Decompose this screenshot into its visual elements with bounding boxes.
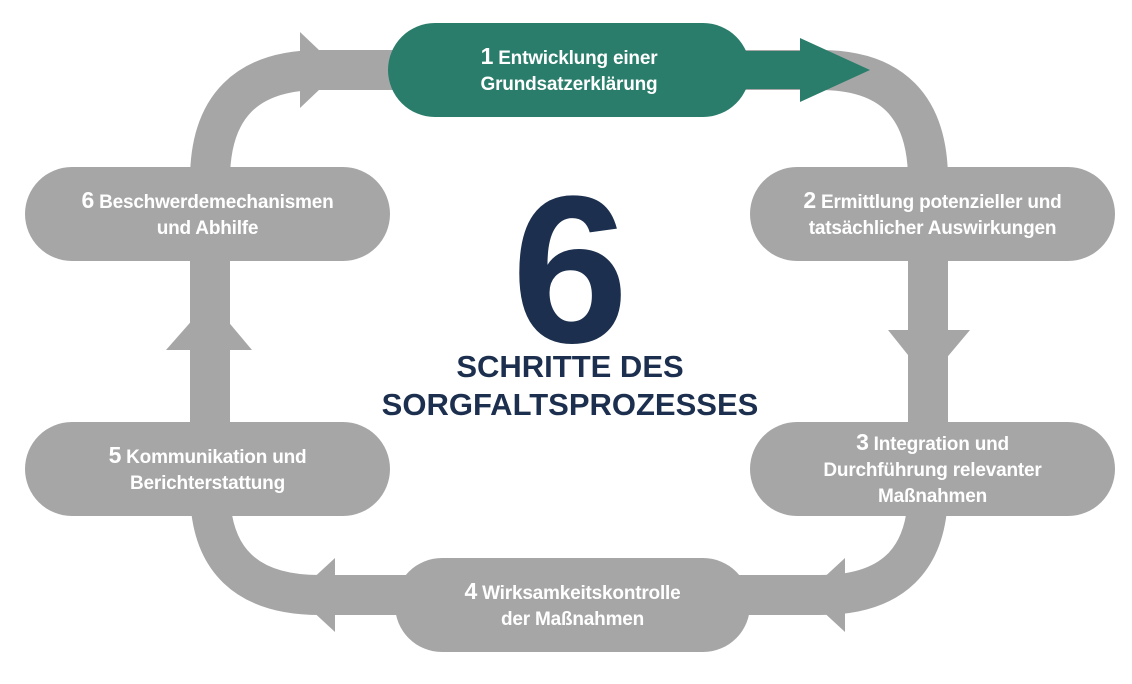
step-label: Ermittlung potenzieller und [821, 191, 1062, 213]
arrow-right-top-left [300, 32, 340, 108]
step-number: 4 [464, 577, 478, 604]
step-label: Grundsatzerklärung [480, 73, 658, 95]
step-label: Integration und [873, 433, 1009, 455]
center-title-line2: SORGFALTSPROZESSES [381, 387, 759, 422]
step-label: Entwicklung einer [498, 47, 658, 69]
step-number: 1 [480, 42, 494, 69]
step-number: 3 [856, 428, 869, 455]
step-label: der Maßnahmen [500, 608, 645, 630]
step-label: und Abhilfe [156, 217, 259, 239]
arrow-shaft-green [740, 51, 810, 89]
step-number: 6 [81, 186, 95, 213]
arrow-down-right [888, 330, 970, 380]
step-label: Wirksamkeitskontrolle [482, 582, 681, 604]
arrow-left-bottom-left [295, 558, 335, 632]
center-number: 6 [511, 152, 629, 387]
step-label: tatsächlicher Auswirkungen [808, 217, 1057, 239]
step-label: Maßnahmen [877, 485, 988, 507]
center-title: SCHRITTE DES SORGFALTSPROZESSES [300, 348, 840, 424]
arrow-up-left [166, 300, 252, 350]
arrow-left-bottom-right [805, 558, 845, 632]
step-label: Beschwerdemechanismen [99, 191, 334, 213]
center-title-line1: SCHRITTE DES [456, 349, 684, 384]
arrow-right-green [800, 38, 870, 102]
step-number: 5 [108, 441, 122, 468]
step-number: 2 [803, 186, 817, 213]
step-label: Kommunikation und [126, 446, 307, 468]
step-label: Berichterstattung [130, 472, 285, 494]
step-label: Durchführung relevanter [823, 459, 1042, 481]
